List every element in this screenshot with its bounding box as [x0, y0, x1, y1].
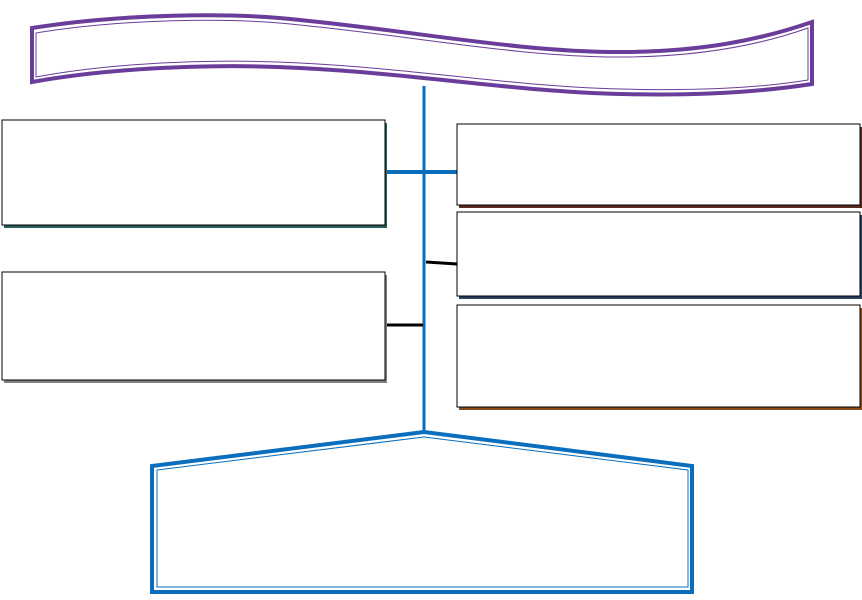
right-box-2	[456, 211, 862, 299]
bottom-box	[150, 429, 694, 594]
title-banner	[30, 13, 814, 97]
left-box-1	[1, 119, 387, 228]
left-box-2	[1, 271, 387, 383]
right-box-1	[456, 123, 862, 208]
right-middle-connector	[425, 260, 458, 266]
right-box-3	[456, 304, 862, 410]
